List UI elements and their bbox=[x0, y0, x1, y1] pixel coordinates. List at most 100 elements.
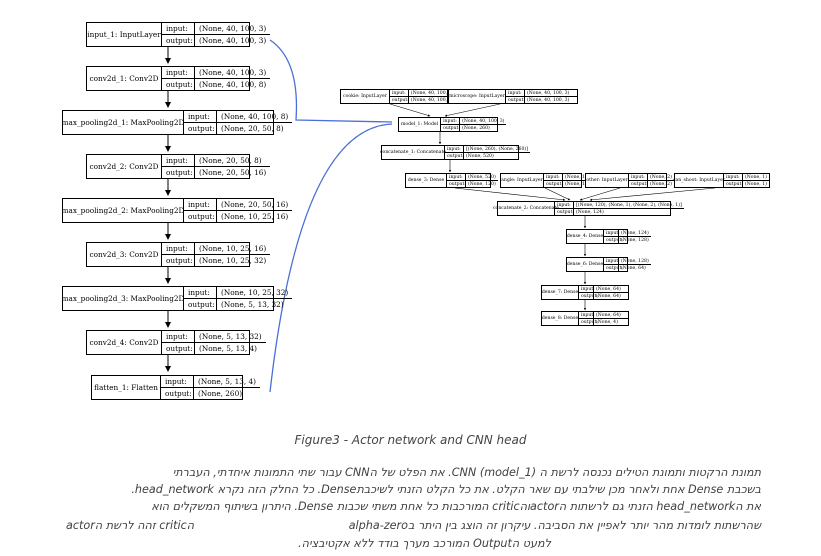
input-shape: (None, 40, 100, 3) bbox=[408, 90, 456, 97]
layer-name: dense_8: Dense bbox=[542, 312, 579, 325]
input-shape: (None, 64) bbox=[594, 312, 628, 319]
input-label: input: bbox=[445, 146, 463, 153]
input-label: input: bbox=[579, 312, 595, 319]
input-label: input: bbox=[389, 90, 408, 97]
input-label: input: bbox=[604, 258, 620, 265]
output-label: output: bbox=[165, 389, 192, 398]
input-label: input: bbox=[724, 174, 742, 181]
layer-name: max_pooling2d_3: MaxPooling2D bbox=[62, 287, 184, 310]
output-label: output: bbox=[166, 36, 193, 45]
layer-name: other: InputLayer bbox=[586, 174, 629, 187]
output-shape: (None, 10, 25, 16) bbox=[221, 212, 289, 221]
input-label: input: bbox=[604, 230, 620, 237]
output-label: output: bbox=[447, 153, 464, 159]
output-shape: (None, 128) bbox=[621, 237, 649, 243]
paragraph-line-4: שהרשתות לומדות מהר יותר לאפיין את הסביבה… bbox=[348, 519, 761, 532]
output-shape: (None, 520) bbox=[466, 153, 494, 159]
output-shape: (None, 40, 100, 3) bbox=[199, 36, 267, 45]
output-shape: (None, 64) bbox=[621, 265, 646, 271]
input-shape: (None, 5, 13, 4) bbox=[194, 376, 260, 388]
paragraph-line-4-left: הcritic זהה לרשת הactor bbox=[66, 519, 195, 532]
output-shape: (None, 124) bbox=[576, 209, 604, 215]
layer-name: flatten_1: Flatten bbox=[92, 376, 161, 399]
paragraph-line-2: בשכבת Dense אחת ולאחר מכן שילבתי עם שאר … bbox=[131, 483, 761, 496]
output-label: output: bbox=[726, 181, 743, 187]
output-shape: (None, 40, 100, 3) bbox=[410, 97, 454, 103]
input-shape: (None, 1) bbox=[743, 174, 769, 181]
layer-name: dense_3: Dense bbox=[406, 174, 447, 187]
input-label: input: bbox=[506, 90, 524, 97]
input-shape: (None, 40, 100, 8) bbox=[217, 111, 293, 123]
input-shape: (None, 1) bbox=[563, 174, 589, 181]
output-label: output: bbox=[188, 300, 215, 309]
layer-name: model_1: Model bbox=[399, 118, 442, 131]
paragraph-line-5: למעט הOutput המורכב מערך בודד ללא אקטיבצ… bbox=[298, 537, 551, 550]
output-label: output: bbox=[166, 344, 193, 353]
input-shape: (None, 520) bbox=[466, 174, 498, 181]
input-shape: (None, 40, 100, 3) bbox=[195, 67, 271, 79]
layer-name: max_pooling2d_2: MaxPooling2D bbox=[62, 199, 184, 222]
input-shape: (None, 128) bbox=[619, 258, 651, 265]
output-shape: (None, 120) bbox=[468, 181, 496, 187]
output-shape: (None, 64) bbox=[596, 293, 621, 299]
output-shape: (None, 1) bbox=[565, 181, 587, 187]
output-label: output: bbox=[606, 265, 623, 271]
layer-name: cookie: InputLayer bbox=[341, 90, 390, 103]
layer-name: can_shoot: InputLayer bbox=[673, 174, 725, 187]
input-shape: (None, 64) bbox=[594, 286, 628, 293]
input-label: input: bbox=[162, 155, 194, 167]
layer-name: conv2d_4: Conv2D bbox=[87, 331, 162, 354]
paragraph-line-3: את הhead_network הזנתי גם לרשתות הactorו… bbox=[151, 500, 761, 513]
output-label: output: bbox=[443, 125, 460, 131]
output-label: output: bbox=[606, 237, 623, 243]
input-label: input: bbox=[162, 67, 194, 79]
output-shape: (None, 4) bbox=[596, 319, 618, 325]
input-shape: (None, 10, 25, 16) bbox=[195, 243, 271, 255]
input-shape: (None, 40, 100, 3) bbox=[195, 23, 271, 35]
output-label: output: bbox=[449, 181, 466, 187]
output-label: output: bbox=[166, 80, 193, 89]
layer-name: dense_7: Dense bbox=[542, 286, 579, 299]
output-label: output: bbox=[546, 181, 563, 187]
input-shape: (None, 20, 50, 8) bbox=[195, 155, 271, 167]
output-label: output: bbox=[581, 319, 598, 325]
output-label: output: bbox=[557, 209, 574, 215]
output-label: output: bbox=[581, 293, 598, 299]
output-shape: (None, 260) bbox=[462, 125, 490, 131]
output-shape: (None, 1) bbox=[745, 181, 767, 187]
input-label: input: bbox=[184, 111, 216, 123]
input-label: input: bbox=[162, 23, 194, 35]
input-shape: (None, 124) bbox=[619, 230, 651, 237]
output-label: output: bbox=[631, 181, 648, 187]
layer-name: dense_6: Dense bbox=[567, 258, 604, 271]
input-shape: [(None, 260), (None, 260)] bbox=[464, 146, 530, 153]
output-shape: (None, 2) bbox=[650, 181, 672, 187]
input-shape: (None, 5, 13, 32) bbox=[195, 331, 266, 343]
output-label: output: bbox=[391, 97, 409, 103]
input-shape: (None, 10, 25, 32) bbox=[217, 287, 293, 299]
output-shape: (None, 10, 25, 32) bbox=[199, 256, 267, 265]
output-shape: (None, 20, 50, 16) bbox=[199, 168, 267, 177]
input-label: input: bbox=[629, 174, 647, 181]
layer-name: conv2d_2: Conv2D bbox=[87, 155, 162, 178]
output-label: output: bbox=[166, 168, 193, 177]
input-shape: (None, 40, 100, 3) bbox=[460, 118, 507, 125]
output-shape: (None, 40, 100, 3) bbox=[527, 97, 570, 103]
